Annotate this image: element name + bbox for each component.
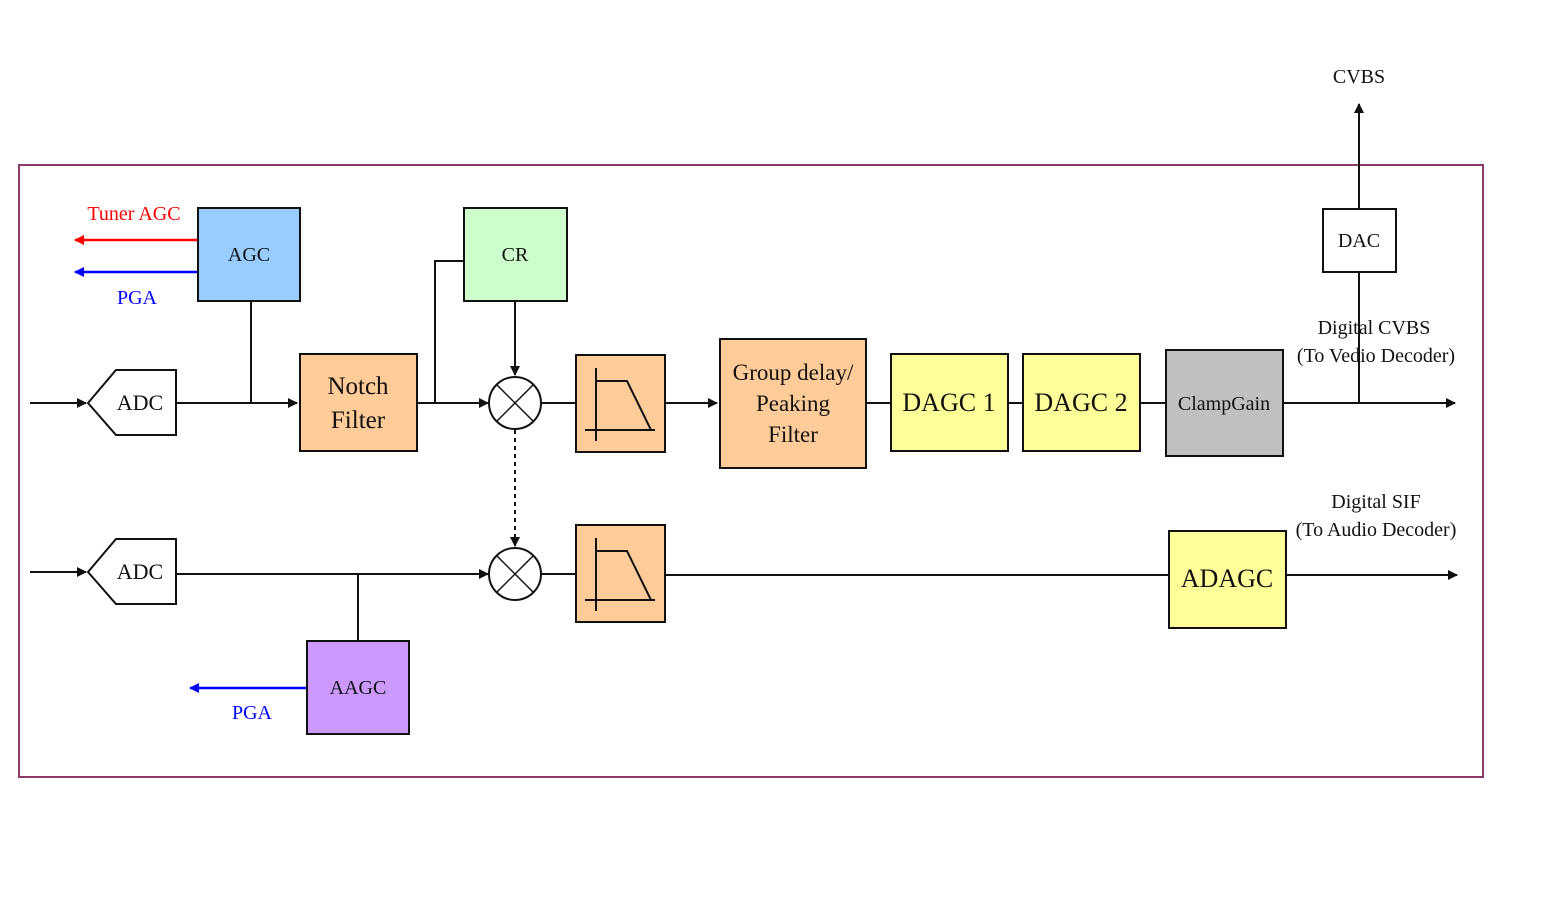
agc-label: AGC: [228, 244, 270, 266]
dac-block: DAC: [1322, 208, 1397, 273]
group-delay-peaking-filter-block: Group delay/ Peaking Filter: [719, 338, 867, 469]
group-label-line2: Peaking: [756, 391, 831, 416]
multiplier-circle-icon: [488, 376, 542, 430]
adc-bottom-block: ADC: [86, 538, 177, 605]
dagc2-label: DAGC 2: [1034, 388, 1127, 417]
dagc2-block: DAGC 2: [1022, 353, 1141, 452]
notch-to-cr-wire: [434, 260, 464, 403]
clampgain-block: ClampGain: [1165, 349, 1284, 457]
digital-cvbs-label-line2: (To Vedio Decoder): [1297, 345, 1455, 367]
digital-cvbs-label-line1: Digital CVBS: [1318, 317, 1431, 339]
pga-bottom-label: PGA: [232, 702, 273, 724]
lowpass-filter-icon: [585, 368, 655, 441]
adagc-block: ADAGC: [1168, 530, 1287, 629]
multiplier-circle-icon: [488, 547, 542, 601]
group-label-line3: Filter: [768, 422, 818, 447]
pga-top-label: PGA: [117, 287, 158, 309]
cvbs-output-label: CVBS: [1333, 66, 1385, 88]
lowpass-filter-block-bottom: [575, 524, 666, 623]
notch-filter-block: Notch Filter: [299, 353, 418, 452]
notch-label-line2: Filter: [331, 407, 386, 434]
adc-top-label: ADC: [117, 390, 163, 415]
system-frame: [18, 164, 1484, 778]
adc-top-block: ADC: [86, 369, 177, 436]
lowpass-filter-block-top: [575, 354, 666, 453]
cr-block: CR: [463, 207, 568, 302]
group-label-line1: Group delay/: [733, 360, 854, 385]
adc-bottom-label: ADC: [117, 559, 163, 584]
top-path-wires: [30, 103, 1456, 408]
aagc-block: AAGC: [306, 640, 410, 735]
agc-block: AGC: [197, 207, 301, 302]
aagc-label: AAGC: [330, 677, 387, 699]
adagc-label: ADAGC: [1181, 564, 1273, 593]
dac-label: DAC: [1338, 230, 1380, 252]
dagc1-block: DAGC 1: [890, 353, 1009, 452]
lowpass-filter-icon: [585, 538, 655, 611]
digital-sif-label-line1: Digital SIF: [1331, 491, 1420, 513]
tuner-agc-label: Tuner AGC: [87, 203, 180, 225]
clampgain-label: ClampGain: [1178, 393, 1270, 415]
dagc1-label: DAGC 1: [902, 388, 995, 417]
bottom-path-wires: [30, 430, 1458, 693]
cr-label: CR: [502, 244, 529, 266]
notch-label-line1: Notch: [327, 373, 389, 400]
digital-sif-label-line2: (To Audio Decoder): [1296, 519, 1457, 541]
